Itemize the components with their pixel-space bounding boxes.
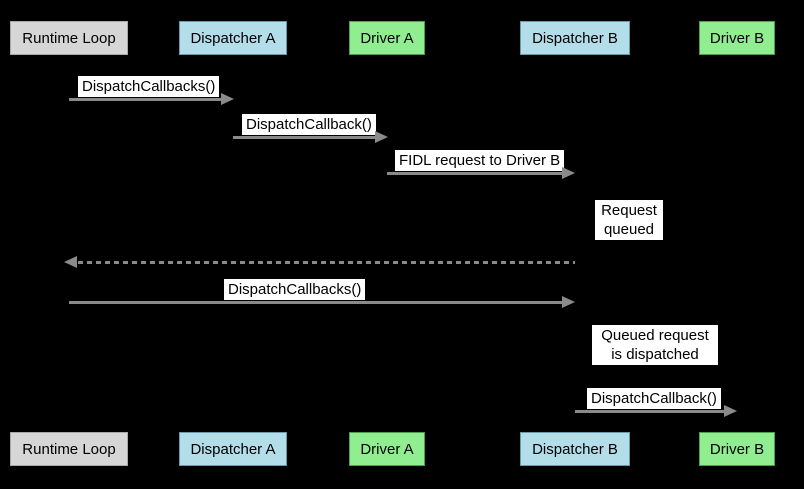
participant-label: Dispatcher A xyxy=(190,29,276,47)
participant-dispatcher-b-top: Dispatcher B xyxy=(520,21,630,55)
participant-label: Dispatcher A xyxy=(190,440,276,458)
participant-driver-b-top: Driver B xyxy=(699,21,775,55)
message-label: DispatchCallbacks() xyxy=(224,279,366,300)
participant-label: Driver A xyxy=(360,29,414,47)
message-label: DispatchCallback() xyxy=(587,388,721,409)
note-queued-request-dispatched: Queued request is dispatched xyxy=(592,325,718,365)
arrow-line xyxy=(387,172,564,175)
arrow-line xyxy=(233,136,377,139)
participant-dispatcher-b-bottom: Dispatcher B xyxy=(520,432,630,466)
participant-label: Dispatcher B xyxy=(532,29,618,47)
participant-runtime-loop-bottom: Runtime Loop xyxy=(10,432,128,466)
message-label: DispatchCallbacks() xyxy=(78,76,220,97)
arrow-line-dashed xyxy=(78,261,575,264)
participant-label: Driver B xyxy=(709,29,765,47)
arrow-line xyxy=(69,98,222,101)
participant-label: Runtime Loop xyxy=(22,440,116,458)
participant-runtime-loop-top: Runtime Loop xyxy=(10,21,128,55)
arrow-line xyxy=(69,301,564,304)
participant-driver-b-bottom: Driver B xyxy=(699,432,775,466)
arrowhead xyxy=(64,256,77,268)
participant-dispatcher-a-bottom: Dispatcher A xyxy=(179,432,287,466)
participant-label: Runtime Loop xyxy=(22,29,116,47)
arrowhead xyxy=(221,93,234,105)
note-request-queued: Request queued xyxy=(595,200,663,240)
participant-label: Driver A xyxy=(360,440,414,458)
arrow-line xyxy=(575,410,726,413)
participant-label: Dispatcher B xyxy=(532,440,618,458)
message-label: FIDL request to Driver B xyxy=(395,150,565,171)
participant-label: Driver B xyxy=(709,440,765,458)
participant-driver-a-top: Driver A xyxy=(349,21,425,55)
arrowhead xyxy=(375,131,388,143)
arrowhead xyxy=(562,296,575,308)
message-label: DispatchCallback() xyxy=(242,114,376,135)
arrowhead xyxy=(724,405,737,417)
participant-driver-a-bottom: Driver A xyxy=(349,432,425,466)
participant-dispatcher-a-top: Dispatcher A xyxy=(179,21,287,55)
arrowhead xyxy=(562,167,575,179)
